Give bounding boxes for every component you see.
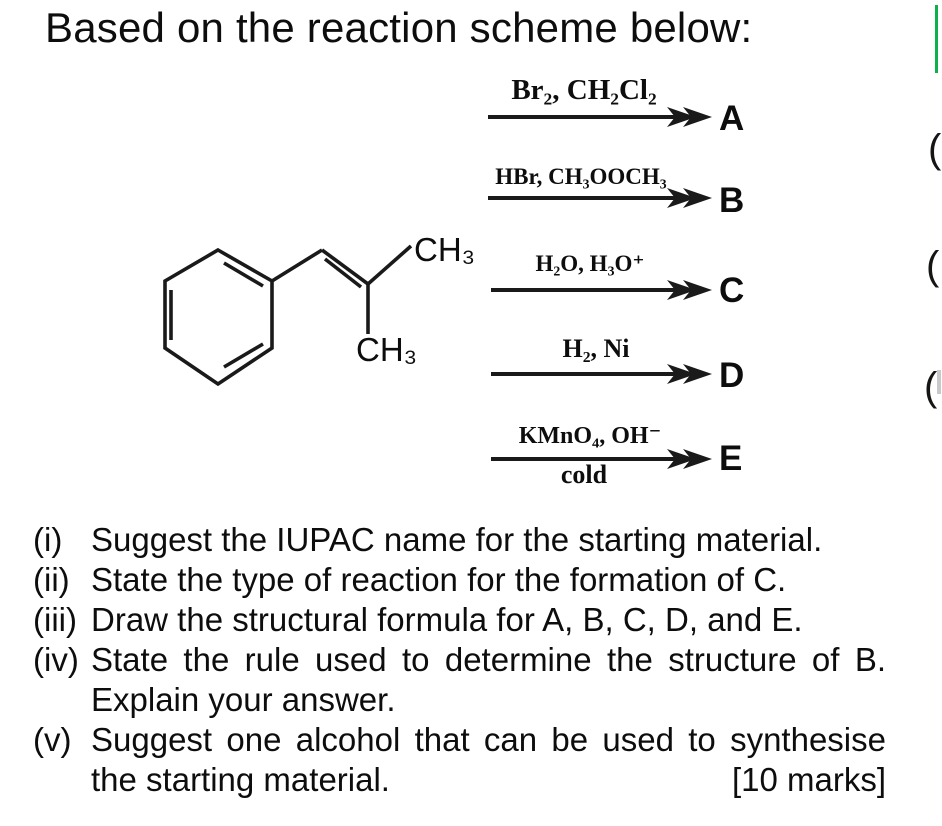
reaction-arrow-1: Br₂, CH₂Cl₂ A [488,74,744,138]
edge-paren-fragment: ( [926,244,940,288]
question-text: State the type of reaction for the forma… [91,561,787,598]
alkene-double-bond [320,248,370,286]
arrowhead-icon [667,107,696,127]
edge-paren-fragment: ( [928,127,942,171]
question-marker: (ii) [33,561,70,598]
reaction-arrow-5: KMnO₄, OH⁻ cold E [491,423,742,489]
question-row-ii: (ii) State the type of reaction for the … [33,560,886,600]
question-marker: (iv) [33,641,79,678]
question-row-v: (v) Suggest one alcohol that can be used… [33,720,886,800]
reagent-label: KMnO₄, OH⁻ [519,423,662,449]
condition-label: cold [561,460,608,489]
edge-glyph-ghost-fragment [937,370,941,394]
product-label-E: E [719,439,742,478]
arrowhead-icon [683,188,712,208]
alkene-double-bond [323,257,363,289]
product-label-C: C [719,271,744,310]
reagent-label: H₂, Ni [562,334,629,363]
bottom-methyl-label: CH₃ [356,331,417,368]
question-text: State the rule used to determine the str… [91,641,886,678]
question-text: Suggest one alcohol that can be used to … [91,721,886,758]
starting-material-structure: CH₃ CH₃ [163,231,475,387]
marks-label: [10 marks] [731,761,886,798]
reagent-label: H₂O, H₃O⁺ [536,251,645,276]
question-row-iv: (iv) State the rule used to determine th… [33,640,886,720]
reaction-arrow-3: H₂O, H₃O⁺ C [491,251,744,310]
arrowhead-icon [667,449,696,469]
top-methyl-label: CH₃ [414,231,475,268]
question-text: Suggest the IUPAC name for the starting … [91,521,823,558]
product-label-B: B [719,181,744,220]
question-marker: (iii) [33,601,77,638]
arrowhead-icon [683,449,712,469]
question-row-iii: (iii) Draw the structural formula for A,… [33,600,886,640]
question-marker: (v) [33,721,72,758]
question-text: Explain your answer. [91,681,396,718]
reaction-arrow-2: HBr, CH₃OOCH₃ B [488,164,744,220]
arrowhead-icon [683,107,712,127]
reaction-arrow-4: H₂, Ni D [491,334,744,395]
arrowhead-icon [667,364,696,384]
question-text: the starting material. [91,761,390,798]
edge-paren-fragment: ( [924,365,938,409]
question-marker: (i) [33,521,63,558]
product-label-A: A [719,99,744,138]
aromatic-double-bond [223,261,264,288]
arrowhead-icon [667,188,696,208]
reagent-label: Br₂, CH₂Cl₂ [511,74,656,106]
arrowhead-icon [667,280,696,300]
arrowhead-icon [683,364,712,384]
questions-list: (i) Suggest the IUPAC name for the start… [33,520,886,800]
question-text: Draw the structural formula for A, B, C,… [91,601,803,638]
bond-to-top-methyl [366,244,413,286]
question-row-i: (i) Suggest the IUPAC name for the start… [33,520,886,560]
page-title: Based on the reaction scheme below: [45,4,753,51]
green-accent-line [935,5,938,73]
reagent-label: HBr, CH₃OOCH₃ [495,164,667,189]
aromatic-double-bond [223,342,264,369]
phenyl-vinyl-bond [271,248,323,283]
product-label-D: D [719,356,744,395]
benzene-ring [163,247,274,387]
arrowhead-icon [683,280,712,300]
